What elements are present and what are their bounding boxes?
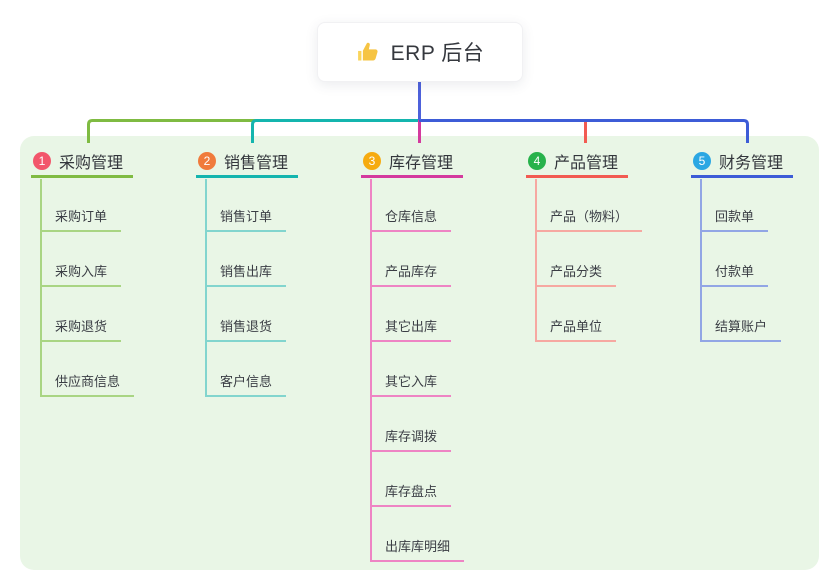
- tree-item[interactable]: 销售退货: [205, 312, 287, 342]
- thumbs-up-icon: [357, 42, 378, 61]
- tree-item[interactable]: 采购入库: [40, 257, 122, 287]
- tree-item[interactable]: 产品单位: [535, 312, 617, 342]
- tree-item[interactable]: 采购订单: [40, 202, 122, 232]
- tree-item-label: 销售退货: [220, 319, 273, 334]
- tree-item-label: 产品（物料）: [550, 209, 629, 224]
- branch-title-finance[interactable]: 5 财务管理: [691, 146, 794, 178]
- tree-item[interactable]: 产品（物料）: [535, 202, 643, 232]
- tree-item-label: 产品单位: [550, 319, 603, 334]
- tree-item[interactable]: 库存调拨: [370, 422, 452, 452]
- root-node-erp[interactable]: ERP 后台: [317, 22, 523, 82]
- tree-item-label: 产品库存: [385, 264, 438, 279]
- tree-item-label: 客户信息: [220, 374, 273, 389]
- branch-title-label: 采购管理: [59, 154, 124, 172]
- branch-title-sales[interactable]: 2 销售管理: [196, 146, 299, 178]
- branch-title-label: 库存管理: [389, 154, 454, 172]
- tree-item[interactable]: 回款单: [700, 202, 769, 232]
- branch-title-label: 销售管理: [224, 154, 289, 172]
- tree-item-label: 采购订单: [55, 209, 108, 224]
- tree-item[interactable]: 产品分类: [535, 257, 617, 287]
- tree-item-label: 销售出库: [220, 264, 273, 279]
- tree-line: [40, 179, 42, 397]
- branch-title-label: 财务管理: [719, 154, 784, 172]
- branch-number-badge: 3: [363, 151, 381, 170]
- tree-item-label: 付款单: [715, 264, 755, 279]
- branch-title-procurement[interactable]: 1 采购管理: [31, 146, 134, 178]
- tree-item-label: 产品分类: [550, 264, 603, 279]
- tree-item-label: 采购入库: [55, 264, 108, 279]
- branch-number-badge: 1: [33, 151, 51, 170]
- tree-item[interactable]: 其它入库: [370, 367, 452, 397]
- tree-item-label: 采购退货: [55, 319, 108, 334]
- tree-item[interactable]: 销售出库: [205, 257, 287, 287]
- tree-item-label: 库存调拨: [385, 429, 438, 444]
- tree-item-label: 回款单: [715, 209, 755, 224]
- tree-line: [700, 179, 702, 342]
- tree-line: [370, 179, 372, 562]
- branch-number-badge: 4: [528, 151, 546, 170]
- tree-item[interactable]: 库存盘点: [370, 477, 452, 507]
- tree-line: [535, 179, 537, 342]
- tree-item-label: 结算账户: [715, 319, 768, 334]
- branch-number-badge: 5: [693, 151, 711, 170]
- tree-item-label: 仓库信息: [385, 209, 438, 224]
- tree-item[interactable]: 结算账户: [700, 312, 782, 342]
- tree-item[interactable]: 销售订单: [205, 202, 287, 232]
- tree-item-label: 销售订单: [220, 209, 273, 224]
- tree-item[interactable]: 仓库信息: [370, 202, 452, 232]
- tree-item[interactable]: 供应商信息: [40, 367, 135, 397]
- tree-item[interactable]: 产品库存: [370, 257, 452, 287]
- branch-title-label: 产品管理: [554, 154, 619, 172]
- tree-item-label: 供应商信息: [55, 374, 121, 389]
- branch-title-product[interactable]: 4 产品管理: [526, 146, 629, 178]
- tree-item-label: 出库库明细: [385, 539, 451, 554]
- tree-item-label: 其它出库: [385, 319, 438, 334]
- tree-item-label: 库存盘点: [385, 484, 438, 499]
- tree-item[interactable]: 其它出库: [370, 312, 452, 342]
- branch-number-badge: 2: [198, 151, 216, 170]
- tree-line: [205, 179, 207, 397]
- branch-title-inventory[interactable]: 3 库存管理: [361, 146, 464, 178]
- tree-item-label: 其它入库: [385, 374, 438, 389]
- tree-item[interactable]: 采购退货: [40, 312, 122, 342]
- tree-item[interactable]: 付款单: [700, 257, 769, 287]
- tree-item[interactable]: 客户信息: [205, 367, 287, 397]
- root-node-label: ERP 后台: [390, 42, 485, 65]
- mindmap-background-panel: [20, 136, 819, 570]
- tree-item[interactable]: 出库库明细: [370, 532, 465, 562]
